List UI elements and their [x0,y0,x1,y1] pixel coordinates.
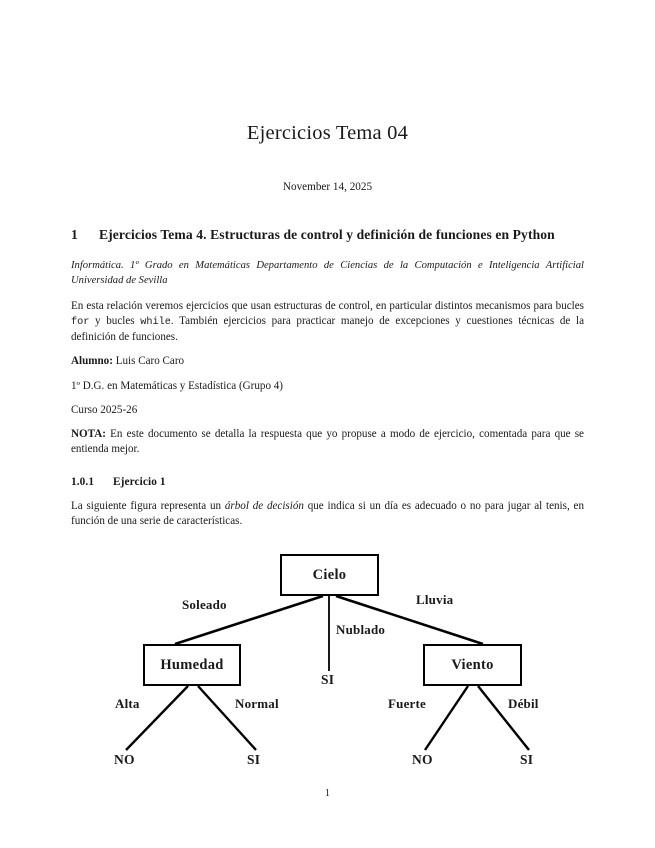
code-while: while [140,317,171,329]
tree-edge-label-normal: Normal [235,696,279,712]
student-name-line: Alumno: Luis Caro Caro [71,354,584,369]
document-date: November 14, 2025 [282,181,373,193]
student-label: Alumno: [71,355,113,368]
note-text: En este documento se detalla la respuest… [71,427,584,455]
tree-leaf-fuerte-no: NO [412,752,433,768]
tree-leaf-nublado-si: SI [321,672,335,688]
student-degree-line: 1º D.G. en Matemáticas y Estadística (Gr… [71,379,284,392]
tree-leaf-alta-no: NO [114,752,135,768]
subsection-heading: 1.0.1 Ejercicio 1 [71,476,584,488]
tree-leaf-debil-si: SI [520,752,534,768]
intro-part3: . También ejercicios para practicar mane… [71,315,584,344]
note-label: NOTA: [71,427,106,440]
subsection-title: Ejercicio 1 [113,476,166,489]
student-name: Luis Caro Caro [112,355,185,368]
tree-leaf-normal-si: SI [247,752,261,768]
tree-edge-label-debil: Débil [508,696,539,712]
exercise-emphasis: árbol de decisión [224,500,304,513]
tree-edge-label-fuerte: Fuerte [388,696,427,712]
decision-tree-edges [125,595,530,752]
section-number: 1 [71,227,78,242]
exercise-part2: que indica si un día es adecuado o no pa… [71,500,584,528]
tree-node-cielo: Cielo [280,554,379,597]
section-title: Ejercicios Tema 4. Estructuras de contro… [99,227,555,242]
exercise-paragraph: La siguiente figura representa un árbol … [71,499,584,529]
tree-node-humedad: Humedad [143,644,241,687]
tree-edge-label-soleado: Soleado [182,597,227,613]
tree-node-viento: Viento [423,644,522,687]
code-for: for [71,317,90,329]
decision-tree-figure: Cielo Humedad Viento Soleado Nublado Llu… [71,545,584,790]
tree-edge-label-alta: Alta [115,696,140,712]
note-paragraph: NOTA: En este documento se detalla la re… [71,427,584,457]
intro-part1: En esta relación veremos ejercicios que … [71,300,584,313]
intro-paragraph: En esta relación veremos ejercicios que … [71,299,584,345]
page-content: Ejercicios Tema 04 November 14, 2025 1 E… [71,0,584,790]
page-title: Ejercicios Tema 04 [246,122,409,144]
section-heading: 1 Ejercicios Tema 4. Estructuras de cont… [71,226,584,244]
page-number: 1 [324,788,331,799]
tree-edge-label-lluvia: Lluvia [416,592,454,608]
subsection-number: 1.0.1 [71,476,95,489]
affiliation-line: Informática. 1º Grado en Matemáticas Dep… [71,259,584,286]
student-course-line: Curso 2025-26 [71,403,138,416]
intro-part2: y bucles [89,315,141,328]
tree-edge-label-nublado: Nublado [336,622,386,638]
exercise-part1: La siguiente figura representa un [71,500,225,513]
